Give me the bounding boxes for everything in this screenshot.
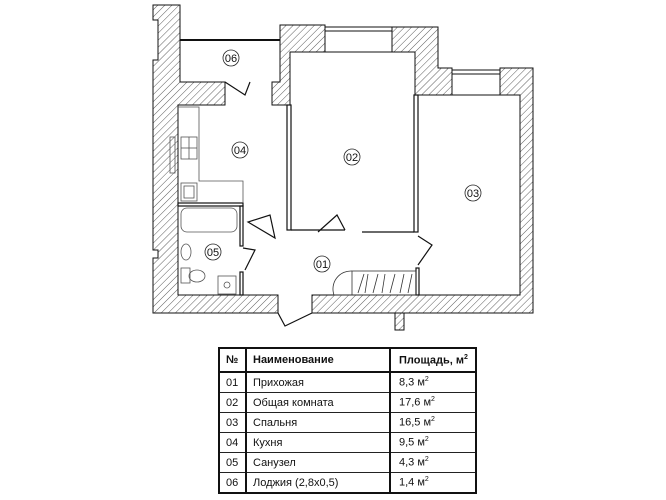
svg-text:04: 04 bbox=[234, 145, 246, 157]
bathroom-fixtures bbox=[180, 207, 238, 295]
room-label-05: 05 bbox=[204, 243, 222, 261]
row-area: 1,4 м2 bbox=[389, 472, 477, 494]
table-row: 02 Общая комната 17,6 м2 bbox=[218, 392, 477, 413]
table-row: 01 Прихожая 8,3 м2 bbox=[218, 371, 477, 393]
table-row: 03 Спальня 16,5 м2 bbox=[218, 412, 477, 433]
table-header: № Наименование Площадь, м2 bbox=[218, 347, 477, 373]
row-name: Прихожая bbox=[245, 371, 391, 393]
svg-text:02: 02 bbox=[346, 152, 358, 164]
header-area: Площадь, м2 bbox=[389, 347, 477, 373]
row-area: 4,3 м2 bbox=[389, 452, 477, 473]
row-name: Санузел bbox=[245, 452, 391, 473]
svg-text:03: 03 bbox=[467, 188, 479, 200]
row-num: 05 bbox=[218, 452, 247, 473]
interior-walls bbox=[177, 81, 433, 327]
row-area: 8,3 м2 bbox=[389, 371, 477, 393]
windows bbox=[180, 26, 501, 96]
kitchen-furniture bbox=[169, 106, 244, 203]
table-row: 05 Санузел 4,3 м2 bbox=[218, 452, 477, 473]
wardrobe bbox=[332, 270, 417, 296]
room-label-02: 02 bbox=[343, 148, 361, 166]
row-num: 01 bbox=[218, 371, 247, 393]
row-num: 04 bbox=[218, 432, 247, 453]
room-label-06: 06 bbox=[222, 49, 240, 67]
row-name: Лоджия (2,8х0,5) bbox=[245, 472, 391, 494]
row-area: 17,6 м2 bbox=[389, 392, 477, 413]
table-row: 06 Лоджия (2,8х0,5) 1,4 м2 bbox=[218, 472, 477, 494]
row-area: 16,5 м2 bbox=[389, 412, 477, 433]
room-labels: 06 04 02 03 05 01 bbox=[204, 49, 482, 273]
walls bbox=[152, 4, 534, 331]
header-name: Наименование bbox=[245, 347, 391, 373]
row-num: 03 bbox=[218, 412, 247, 433]
row-name: Спальня bbox=[245, 412, 391, 433]
room-label-04: 04 bbox=[231, 141, 249, 159]
room-area-table: № Наименование Площадь, м2 01 Прихожая 8… bbox=[218, 347, 477, 494]
row-area: 9,5 м2 bbox=[389, 432, 477, 453]
table-row: 04 Кухня 9,5 м2 bbox=[218, 432, 477, 453]
room-label-01: 01 bbox=[313, 255, 331, 273]
row-name: Общая комната bbox=[245, 392, 391, 413]
room-label-03: 03 bbox=[464, 184, 482, 202]
svg-text:01: 01 bbox=[316, 259, 328, 271]
row-num: 06 bbox=[218, 472, 247, 494]
header-num: № bbox=[218, 347, 247, 373]
row-name: Кухня bbox=[245, 432, 391, 453]
svg-text:06: 06 bbox=[225, 53, 237, 65]
row-num: 02 bbox=[218, 392, 247, 413]
svg-text:05: 05 bbox=[207, 247, 219, 259]
floor-plan: 06 04 02 03 05 01 bbox=[152, 4, 534, 331]
